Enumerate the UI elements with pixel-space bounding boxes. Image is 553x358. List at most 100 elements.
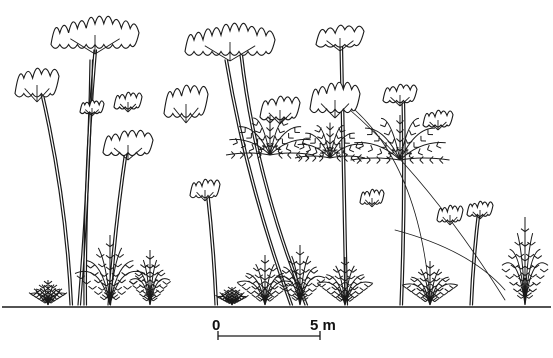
leaflet <box>343 153 348 155</box>
crown-mid-left <box>103 130 153 160</box>
pinna <box>502 269 510 272</box>
pinna <box>269 268 277 271</box>
leaflet <box>396 121 400 124</box>
pinna <box>440 292 448 295</box>
pinna <box>249 281 257 284</box>
fern-right <box>317 257 373 305</box>
pinna <box>302 269 310 272</box>
leaflet <box>286 149 291 151</box>
crown-small-center <box>190 179 220 201</box>
fern-far-right <box>502 217 548 305</box>
pinna <box>242 287 250 290</box>
crown-right <box>383 84 417 106</box>
crown-center-large <box>185 23 275 61</box>
pinna <box>529 274 537 277</box>
leaflet <box>315 148 317 153</box>
pinna <box>285 277 293 280</box>
leaflet <box>263 136 265 141</box>
pinna <box>318 284 326 287</box>
leaflet <box>236 138 238 143</box>
pinna <box>90 272 98 275</box>
pinna <box>142 272 150 275</box>
pinna <box>529 289 537 292</box>
pinna <box>309 289 317 292</box>
liana <box>395 230 505 290</box>
pinna <box>245 276 253 279</box>
leaflet <box>231 155 234 159</box>
leaflet <box>260 128 262 133</box>
fern-right-2 <box>402 261 458 305</box>
scale-bar <box>218 331 320 340</box>
pinna <box>508 256 516 259</box>
pinna <box>525 266 533 269</box>
fern-far-left <box>29 280 67 305</box>
scale-end-label: 5 m <box>310 318 336 333</box>
leaflet <box>389 130 391 135</box>
pinna <box>327 291 335 294</box>
scale-start-label: 0 <box>212 318 220 333</box>
leaflet <box>440 160 443 164</box>
leaflet <box>396 130 400 133</box>
leaflet <box>294 141 296 146</box>
pinna <box>118 292 126 295</box>
leaflet <box>280 131 285 133</box>
leaflet <box>336 134 338 139</box>
pinna <box>303 261 311 264</box>
pinna <box>247 291 255 294</box>
leaflet <box>385 122 387 127</box>
pinna <box>133 286 141 289</box>
leaflet <box>418 153 423 155</box>
leaflet <box>367 160 370 164</box>
pinna <box>527 242 535 245</box>
leaflet <box>278 128 280 133</box>
crown-mid-left-small <box>80 100 104 116</box>
leaflet <box>320 158 323 162</box>
leaflet <box>427 145 429 150</box>
leaflet <box>326 127 330 130</box>
pinna <box>421 284 429 287</box>
leaflet <box>380 148 382 153</box>
leaflet <box>409 130 411 135</box>
leaflet <box>322 134 324 139</box>
pinna <box>414 283 422 286</box>
pinna <box>125 265 133 268</box>
crown-right-small <box>423 110 453 130</box>
leaflet <box>371 145 373 150</box>
pinna <box>96 254 104 257</box>
pinna <box>536 276 544 279</box>
liana <box>355 110 430 300</box>
pinna <box>357 277 365 280</box>
leaflet <box>309 145 311 150</box>
leaflet <box>396 139 400 142</box>
leaflet <box>279 155 282 159</box>
leaflet <box>392 139 394 144</box>
leaflet <box>266 128 270 131</box>
fern-center-small <box>216 287 249 305</box>
leaflet <box>430 160 433 164</box>
leaflet <box>270 128 274 131</box>
leaflet <box>349 145 351 150</box>
leaflet <box>337 158 340 162</box>
pinna <box>364 284 372 287</box>
leaflet <box>315 130 320 132</box>
leaflet <box>418 148 420 153</box>
pinna <box>360 288 368 291</box>
leaflet <box>312 153 317 155</box>
leaflet <box>359 146 364 148</box>
leaflet <box>266 136 270 139</box>
leaflet <box>252 144 254 149</box>
leaflet <box>356 143 358 148</box>
pinna <box>310 270 318 273</box>
leaflet <box>249 149 254 151</box>
pinna <box>410 279 418 282</box>
leaflet <box>299 158 302 162</box>
leaflet <box>266 120 270 123</box>
pinna <box>412 292 420 295</box>
pinna <box>407 289 415 292</box>
trunk-center-lean-edge <box>243 55 308 305</box>
crown-center-left <box>164 85 208 123</box>
fern-left <box>75 235 145 305</box>
pinna <box>449 286 457 289</box>
leaflet <box>317 137 322 139</box>
